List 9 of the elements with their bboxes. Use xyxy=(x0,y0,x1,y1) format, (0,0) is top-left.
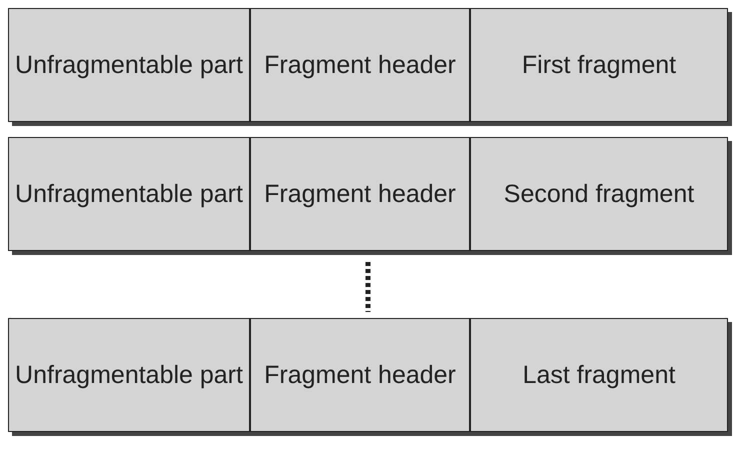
field-label: Fragment header xyxy=(263,178,457,210)
field-label: First fragment xyxy=(520,50,678,80)
field-label: Last fragment xyxy=(522,360,676,390)
field-label: Unfragmentable part xyxy=(14,50,244,80)
field-label: Unfragmentable part xyxy=(14,178,244,210)
field-label: Second fragment xyxy=(502,178,696,210)
field-label: Fragment header xyxy=(263,360,457,390)
field-label: Unfragmentable part xyxy=(14,360,244,390)
field-label: Fragment header xyxy=(263,50,457,80)
